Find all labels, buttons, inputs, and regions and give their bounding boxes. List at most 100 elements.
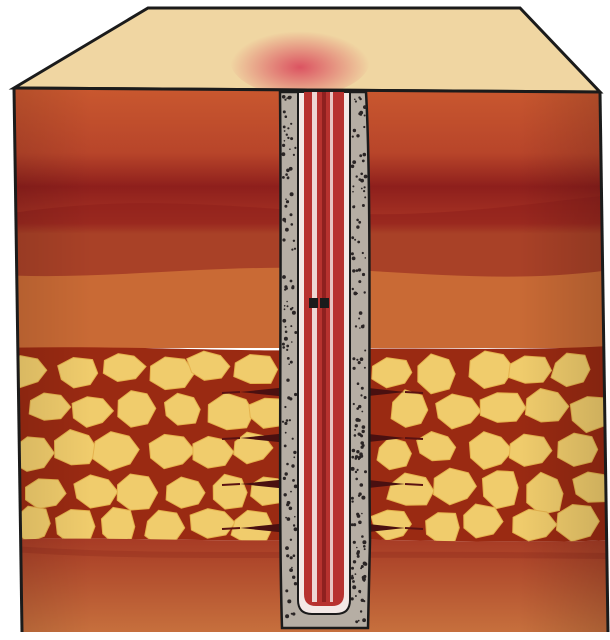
cement-speckle — [356, 134, 359, 137]
cement-speckle — [364, 367, 366, 369]
cement-speckle — [355, 424, 358, 427]
cement-speckle — [351, 567, 354, 570]
cement-speckle — [352, 288, 354, 290]
cement-speckle — [292, 311, 296, 315]
cement-speckle — [286, 419, 289, 422]
cement-speckle — [287, 599, 291, 603]
cement-speckle — [285, 326, 287, 328]
cement-speckle — [351, 236, 354, 239]
cement-speckle — [364, 350, 366, 352]
cement-speckle — [358, 268, 361, 271]
cement-speckle — [360, 173, 363, 176]
cement-speckle — [356, 359, 358, 361]
cement-speckle — [360, 113, 363, 116]
cement-speckle — [355, 471, 357, 473]
cement-speckle — [360, 441, 364, 445]
cement-speckle — [292, 612, 295, 615]
cement-speckle — [363, 545, 366, 548]
cement-speckle — [352, 269, 355, 272]
cement-speckle — [294, 527, 298, 531]
cement-speckle — [359, 327, 361, 329]
cement-speckle — [284, 205, 287, 208]
cement-speckle — [289, 96, 292, 99]
cement-speckle — [351, 467, 355, 471]
cement-speckle — [284, 308, 286, 310]
cement-speckle — [284, 99, 286, 101]
cement-speckle — [285, 432, 287, 434]
cement-speckle — [364, 115, 366, 117]
cement-speckle — [358, 433, 361, 436]
cement-speckle — [355, 100, 357, 102]
cement-speckle — [358, 521, 362, 525]
cement-speckle — [358, 280, 361, 283]
cement-speckle — [286, 345, 289, 348]
cement-speckle — [352, 585, 356, 589]
perforation-crack — [222, 528, 240, 529]
cement-speckle — [353, 129, 356, 132]
cement-speckle — [353, 560, 356, 563]
cement-speckle — [358, 221, 361, 224]
cement-speckle — [284, 221, 286, 223]
perforation-crack — [222, 392, 240, 393]
cement-speckle — [287, 137, 289, 139]
cement-speckle — [285, 198, 287, 200]
perforation-crack — [405, 484, 423, 485]
cement-speckle — [353, 367, 356, 370]
cement-speckle — [291, 223, 294, 226]
cement-speckle — [355, 620, 358, 623]
cement-speckle — [361, 411, 363, 413]
cement-speckle — [364, 291, 366, 293]
cement-speckle — [364, 470, 367, 473]
cement-speckle — [356, 175, 358, 177]
cement-speckle — [363, 153, 367, 157]
cement-speckle — [290, 491, 292, 493]
cement-speckle — [287, 517, 291, 521]
top-face — [14, 8, 600, 96]
cement-speckle — [363, 105, 367, 109]
cement-speckle — [287, 357, 290, 360]
cement-speckle — [286, 169, 290, 173]
cement-speckle — [354, 239, 356, 241]
cement-speckle — [352, 257, 356, 261]
cement-speckle — [363, 190, 365, 192]
cement-speckle — [351, 456, 354, 459]
cement-speckle — [363, 126, 365, 128]
cement-speckle — [285, 472, 288, 475]
cement-speckle — [362, 324, 364, 326]
cement-speckle — [355, 455, 358, 458]
cement-speckle — [351, 165, 355, 169]
cement-speckle — [357, 514, 361, 518]
cement-speckle — [294, 516, 296, 518]
cement-speckle — [359, 311, 363, 315]
cement-speckle — [286, 463, 289, 466]
cement-speckle — [285, 546, 289, 550]
cement-speckle — [286, 200, 289, 203]
wellbore — [280, 92, 370, 628]
cement-speckle — [356, 269, 359, 272]
cement-speckle — [358, 419, 361, 422]
cement-speckle — [285, 115, 288, 118]
cement-speckle — [284, 288, 286, 290]
cement-speckle — [352, 136, 354, 138]
cement-speckle — [282, 144, 285, 147]
cement-speckle — [360, 610, 362, 612]
cement-speckle — [290, 280, 293, 283]
cement-speckle — [293, 240, 295, 242]
cement-speckle — [361, 496, 365, 500]
cement-speckle — [284, 493, 287, 496]
cement-speckle — [361, 188, 363, 190]
cement-speckle — [282, 238, 285, 241]
cement-speckle — [284, 130, 286, 132]
cement-speckle — [293, 524, 295, 526]
cement-speckle — [284, 285, 287, 288]
cement-speckle — [355, 573, 357, 575]
cement-speckle — [353, 541, 356, 544]
cement-speckle — [283, 126, 286, 129]
cement-speckle — [361, 513, 363, 515]
cement-speckle — [282, 152, 286, 156]
cement-speckle — [364, 562, 368, 566]
cement-speckle — [284, 140, 286, 142]
cement-speckle — [290, 123, 292, 125]
